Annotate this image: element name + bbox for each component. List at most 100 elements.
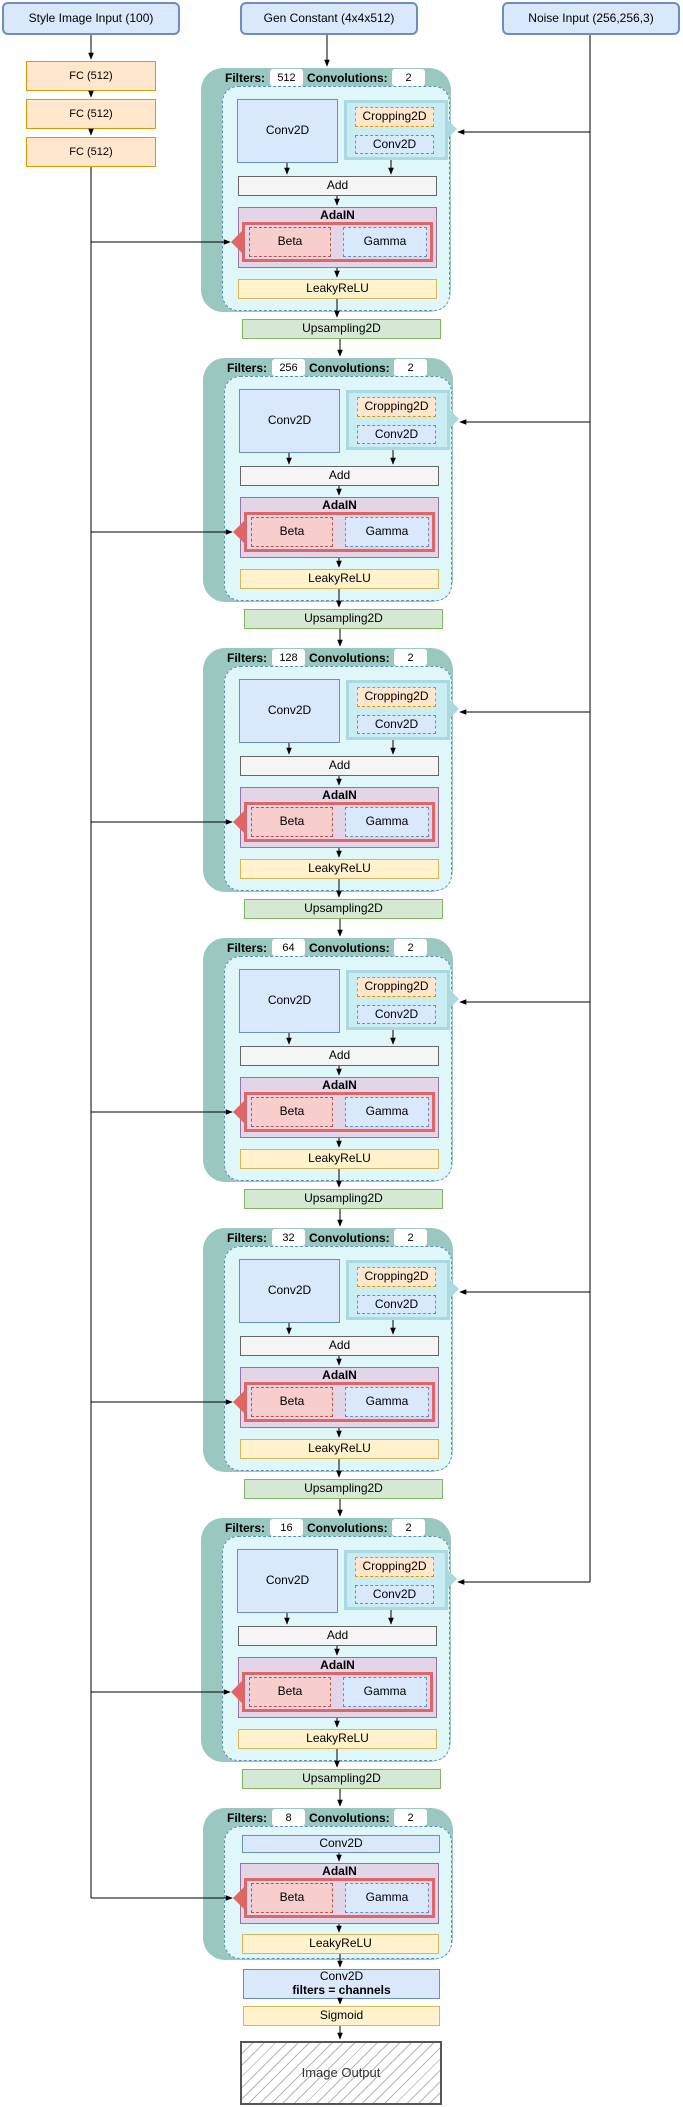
- add-node[interactable]: Add: [238, 176, 437, 196]
- gamma-node[interactable]: Gamma: [345, 1387, 429, 1417]
- beta-node[interactable]: Beta: [251, 1883, 333, 1913]
- leakyrelu-node[interactable]: LeakyReLU: [240, 859, 439, 879]
- cropping2d-node[interactable]: Cropping2D: [357, 687, 436, 707]
- gamma-node[interactable]: Gamma: [343, 227, 427, 257]
- gamma-node[interactable]: Gamma: [343, 1677, 427, 1707]
- noise-arrowhead: [446, 118, 457, 140]
- filters-value[interactable]: 16: [270, 1519, 303, 1536]
- conv2d-node[interactable]: Conv2D: [239, 679, 340, 743]
- upsampling2d-node[interactable]: Upsampling2D: [244, 1479, 443, 1499]
- conv2d-node[interactable]: Conv2D: [239, 969, 340, 1033]
- noise-arrowhead: [448, 408, 459, 430]
- output-conv2d-title: Conv2D: [319, 1969, 364, 1984]
- upsampling2d-node[interactable]: Upsampling2D: [244, 899, 443, 919]
- style-input-node[interactable]: Style Image Input (100): [2, 2, 180, 35]
- leakyrelu-node[interactable]: LeakyReLU: [238, 279, 437, 299]
- adain-input-arrowhead: [233, 811, 244, 833]
- convolutions-label: Convolutions:: [309, 361, 390, 375]
- noise-conv2d-node[interactable]: Conv2D: [357, 715, 436, 734]
- filters-value[interactable]: 512: [270, 69, 303, 86]
- leakyrelu-node[interactable]: LeakyReLU: [240, 1439, 439, 1459]
- convolutions-value[interactable]: 2: [394, 939, 427, 956]
- sigmoid-node[interactable]: Sigmoid: [243, 2006, 440, 2026]
- adain-modulation-frame: [244, 512, 435, 552]
- conv2d-node[interactable]: Conv2D: [237, 1549, 338, 1613]
- gamma-node[interactable]: Gamma: [345, 517, 429, 547]
- beta-node[interactable]: Beta: [251, 1387, 333, 1417]
- filters-value[interactable]: 32: [272, 1229, 305, 1246]
- filters-label: Filters:: [227, 941, 268, 955]
- noise-arrowhead: [446, 1568, 457, 1590]
- gen-constant-node[interactable]: Gen Constant (4x4x512): [240, 2, 418, 35]
- filters-value[interactable]: 64: [272, 939, 305, 956]
- add-node[interactable]: Add: [240, 756, 439, 776]
- leakyrelu-node[interactable]: LeakyReLU: [240, 1149, 439, 1169]
- image-output-label: Image Output: [301, 2064, 381, 2080]
- add-node[interactable]: Add: [238, 1626, 437, 1646]
- adain-input-arrowhead: [233, 521, 244, 543]
- adain-modulation-frame: [242, 222, 433, 262]
- final-leakyrelu-node[interactable]: LeakyReLU: [242, 1934, 439, 1954]
- noise-arrowhead: [448, 698, 459, 720]
- filters-label: Filters:: [225, 71, 266, 85]
- convolutions-value[interactable]: 2: [394, 1229, 427, 1246]
- noise-conv2d-node[interactable]: Conv2D: [355, 135, 434, 154]
- conv2d-node[interactable]: Conv2D: [237, 99, 338, 163]
- filters-value[interactable]: 256: [272, 359, 305, 376]
- convolutions-value[interactable]: 2: [394, 649, 427, 666]
- adain-input-arrowhead: [233, 1887, 244, 1909]
- upsampling2d-node[interactable]: Upsampling2D: [242, 1769, 441, 1789]
- adain-modulation-frame: [244, 1878, 435, 1918]
- noise-conv2d-node[interactable]: Conv2D: [357, 1005, 436, 1024]
- gamma-node[interactable]: Gamma: [345, 807, 429, 837]
- image-output-node[interactable]: Image Output: [240, 2041, 442, 2105]
- noise-input-node[interactable]: Noise Input (256,256,3): [502, 2, 680, 35]
- leakyrelu-node[interactable]: LeakyReLU: [240, 569, 439, 589]
- filters-value[interactable]: 128: [272, 649, 305, 666]
- filters-value[interactable]: 8: [272, 1809, 305, 1826]
- upsampling2d-node[interactable]: Upsampling2D: [242, 319, 441, 339]
- add-node[interactable]: Add: [240, 1046, 439, 1066]
- upsampling2d-node[interactable]: Upsampling2D: [244, 609, 443, 629]
- fc-layer[interactable]: FC (512): [26, 61, 156, 91]
- cropping2d-node[interactable]: Cropping2D: [355, 1557, 434, 1577]
- adain-title: AdaIN: [322, 1368, 357, 1382]
- gamma-node[interactable]: Gamma: [345, 1097, 429, 1127]
- beta-node[interactable]: Beta: [251, 517, 333, 547]
- beta-node[interactable]: Beta: [249, 1677, 331, 1707]
- cropping2d-node[interactable]: Cropping2D: [357, 977, 436, 997]
- convolutions-value[interactable]: 2: [392, 69, 425, 86]
- filters-label: Filters:: [227, 651, 268, 665]
- cropping2d-node[interactable]: Cropping2D: [357, 397, 436, 417]
- adain-title: AdaIN: [322, 498, 357, 512]
- noise-conv2d-node[interactable]: Conv2D: [355, 1585, 434, 1604]
- add-node[interactable]: Add: [240, 466, 439, 486]
- conv2d-node[interactable]: Conv2D: [239, 1259, 340, 1323]
- convolutions-value[interactable]: 2: [394, 359, 427, 376]
- fc-layer[interactable]: FC (512): [26, 99, 156, 129]
- adain-input-arrowhead: [233, 1101, 244, 1123]
- final-conv2d-node[interactable]: Conv2D: [242, 1835, 440, 1853]
- add-node[interactable]: Add: [240, 1336, 439, 1356]
- cropping2d-node[interactable]: Cropping2D: [357, 1267, 436, 1287]
- convolutions-value[interactable]: 2: [394, 1809, 427, 1826]
- noise-conv2d-node[interactable]: Conv2D: [357, 425, 436, 444]
- adain-input-arrowhead: [231, 1681, 242, 1703]
- noise-conv2d-node[interactable]: Conv2D: [357, 1295, 436, 1314]
- beta-node[interactable]: Beta: [249, 227, 331, 257]
- fc-layer[interactable]: FC (512): [26, 137, 156, 167]
- noise-arrowhead: [448, 988, 459, 1010]
- beta-node[interactable]: Beta: [251, 1097, 333, 1127]
- convolutions-value[interactable]: 2: [392, 1519, 425, 1536]
- conv2d-node[interactable]: Conv2D: [239, 389, 340, 453]
- filters-label: Filters:: [227, 1231, 268, 1245]
- beta-node[interactable]: Beta: [251, 807, 333, 837]
- cropping2d-node[interactable]: Cropping2D: [355, 107, 434, 127]
- upsampling2d-node[interactable]: Upsampling2D: [244, 1189, 443, 1209]
- output-conv2d-subtitle: filters = channels: [292, 1983, 391, 1997]
- adain-modulation-frame: [244, 1382, 435, 1422]
- leakyrelu-node[interactable]: LeakyReLU: [238, 1729, 437, 1749]
- gamma-node[interactable]: Gamma: [345, 1883, 429, 1913]
